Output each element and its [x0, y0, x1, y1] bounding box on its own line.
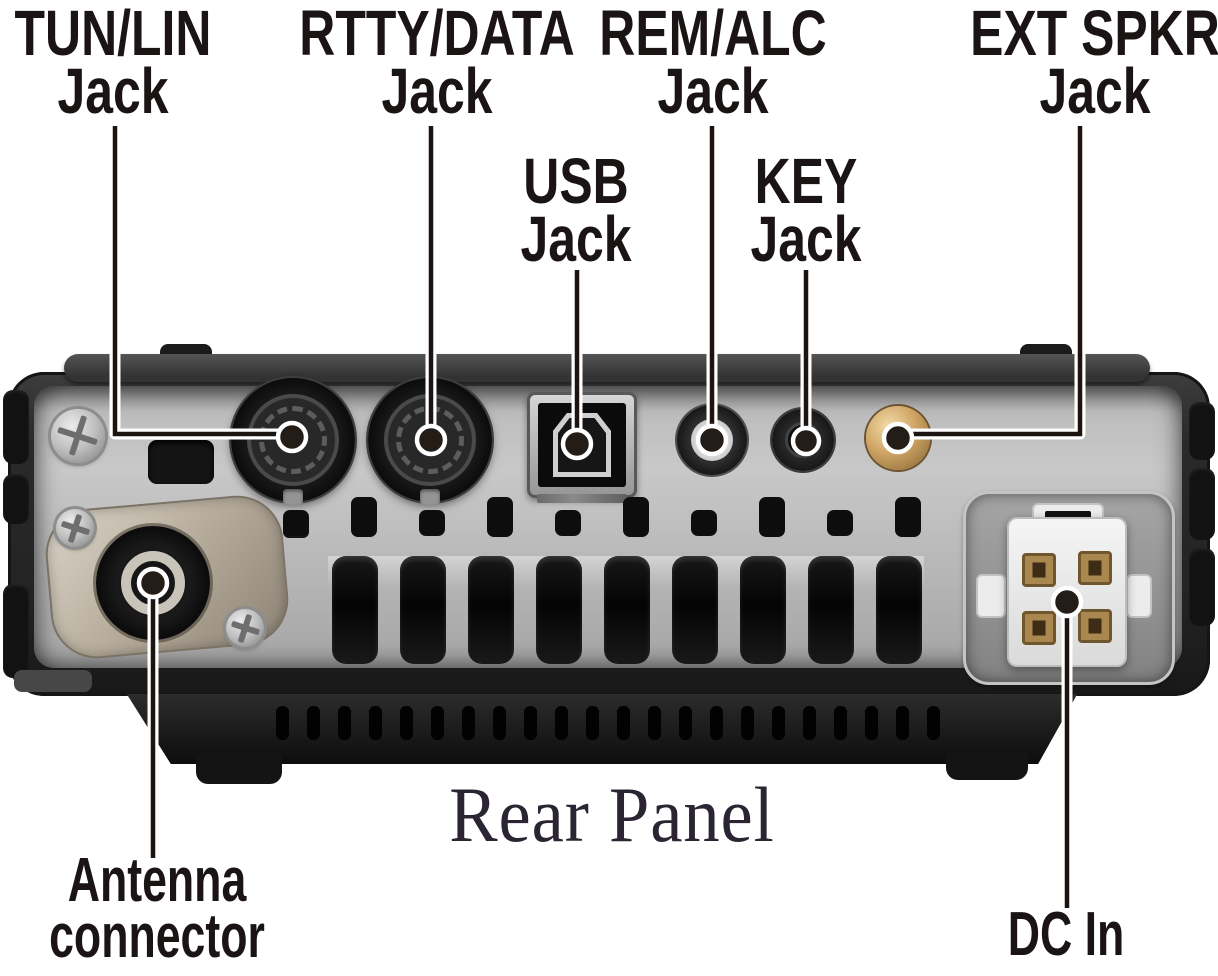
vent-slot-small [351, 497, 377, 537]
callout-label-ext-spkr: EXT SPKR Jack [970, 0, 1218, 127]
heatsink-slot [740, 556, 786, 664]
heatsink-slot [332, 556, 378, 664]
skirt-vent-hole [431, 706, 444, 740]
callout-label-antenna: Antenna connector [49, 846, 265, 971]
diagram-caption: Rear Panel [449, 771, 775, 858]
heatsink-slot [604, 556, 650, 664]
key-endpoint-dot [790, 425, 822, 457]
usb-label-strip [537, 494, 627, 503]
skirt-vent-hole [741, 706, 754, 740]
ext-spkr-endpoint-dot [881, 421, 915, 455]
vent-slot-small [555, 510, 581, 536]
skirt-vent-hole [927, 706, 940, 740]
vent-slot-small [759, 497, 785, 537]
dc-pin [1022, 553, 1056, 587]
right-bumper [1189, 548, 1215, 626]
right-foot [946, 750, 1028, 780]
skirt-vent-hole [307, 706, 320, 740]
skirt-vent-hole [338, 706, 351, 740]
skirt-vent-hole [369, 706, 382, 740]
skirt-vent-hole [617, 706, 630, 740]
din-notch [420, 489, 440, 505]
skirt-vent-hole [462, 706, 475, 740]
callout-label-usb: USB Jack [520, 145, 632, 275]
ground-terminal-recess [148, 440, 214, 484]
tun-lin-endpoint-dot [275, 420, 309, 454]
skirt-vent-hole [555, 706, 568, 740]
right-bumper [1189, 468, 1215, 540]
callout-label-tun-lin: TUN/LIN Jack [14, 0, 212, 127]
heatsink-slot [400, 556, 446, 664]
right-bumper [1189, 402, 1215, 460]
left-bumper [3, 390, 29, 464]
callout-label-rtty-data: RTTY/DATA Jack [299, 0, 575, 127]
heatsink-slot [876, 556, 922, 664]
vent-slot-small [419, 510, 445, 536]
panel-screw [51, 409, 105, 463]
vent-slot-small [827, 510, 853, 536]
antenna-endpoint-dot [136, 566, 170, 600]
chassis-top-bar [64, 354, 1150, 382]
din-notch [283, 489, 303, 505]
skirt-vent-hole [679, 706, 692, 740]
left-bumper [3, 584, 29, 678]
dc-pin [1022, 611, 1056, 645]
dc-pin [1078, 551, 1112, 585]
dc-side-tab [1126, 574, 1152, 618]
left-foot [196, 752, 282, 784]
skirt-vent-hole [400, 706, 413, 740]
rem-alc-endpoint-dot [695, 423, 729, 457]
heatsink-slot [672, 556, 718, 664]
skirt-vent-hole [276, 706, 289, 740]
callout-label-key: KEY Jack [750, 145, 862, 275]
heatsink-slot [536, 556, 582, 664]
skirt-vent-hole [648, 706, 661, 740]
heatsink-slot [808, 556, 854, 664]
vent-slot-small [283, 510, 309, 536]
vent-slot-small [895, 497, 921, 537]
skirt-vent-hole [524, 706, 537, 740]
vent-slot-small [623, 497, 649, 537]
bezel-end-cap [14, 670, 92, 692]
usb-endpoint-dot [560, 427, 594, 461]
dc-in-endpoint-dot [1050, 585, 1084, 619]
skirt-vent-hole [772, 706, 785, 740]
vent-slot-small [691, 510, 717, 536]
flange-screw [226, 609, 264, 647]
skirt-vent-hole [493, 706, 506, 740]
flange-screw [56, 509, 94, 547]
dc-pin [1078, 609, 1112, 643]
skirt-vent-hole [803, 706, 816, 740]
vent-slot-small [487, 497, 513, 537]
left-bumper [3, 474, 29, 524]
skirt-vent-hole [586, 706, 599, 740]
callout-label-rem-alc: REM/ALC Jack [599, 0, 827, 127]
heatsink-slot [468, 556, 514, 664]
callout-label-dc-in: DC In [1007, 900, 1125, 969]
skirt-vent-hole [710, 706, 723, 740]
skirt-vent-hole [834, 706, 847, 740]
rtty-data-endpoint-dot [414, 423, 448, 457]
skirt-vent-hole [896, 706, 909, 740]
skirt-vent-hole [865, 706, 878, 740]
dc-side-tab [976, 574, 1006, 618]
